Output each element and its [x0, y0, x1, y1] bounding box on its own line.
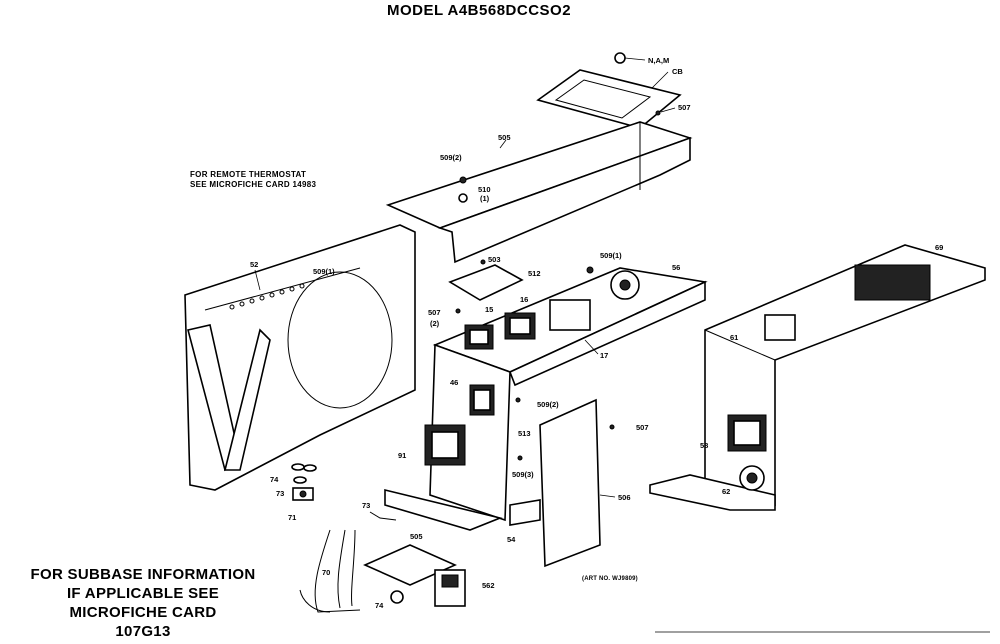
callout-board: 512: [528, 269, 541, 278]
callout-washer-qty: (1): [480, 194, 490, 203]
callout-screw-right-cover: 507: [636, 423, 649, 432]
motor-right-icon: [727, 414, 767, 452]
cover-panel-part: [539, 398, 601, 568]
subbase-note-line-3: MICROFICHE CARD: [69, 604, 217, 621]
callout-capacitor: 46: [450, 378, 458, 387]
callout-washer: 510: [478, 185, 491, 194]
model-title: MODEL A4B568DCCSO2: [387, 2, 572, 19]
callout-coil: 69: [935, 243, 943, 252]
mount-plate-part: [363, 544, 457, 586]
subbase-note-line-4: 107G13: [115, 623, 171, 640]
callout-transformer: 91: [398, 451, 406, 460]
callout-relay-screw: 509(1): [600, 251, 622, 260]
relay-a-icon: [464, 324, 494, 350]
bracket-part: [509, 499, 541, 526]
callout-bulkhead-screw: 509(1): [313, 267, 335, 276]
bulkhead-part: [184, 224, 416, 491]
callout-bulkhead: 52: [250, 260, 258, 269]
grommet-icon: [292, 487, 314, 501]
callout-relay-a: 15: [485, 305, 493, 314]
callout-switch: 562: [482, 581, 495, 590]
callout-thermostat: 56: [672, 263, 680, 272]
callout-screw-mid-b: 509(3): [512, 470, 534, 479]
transformer-icon: [424, 424, 466, 466]
coil-icon: [854, 264, 931, 301]
fan-right-icon: [739, 465, 765, 491]
remote-thermostat-note: FOR REMOTE THERMOSTAT SEE MICROFICHE CAR…: [190, 170, 316, 190]
callout-screw-left: 507: [428, 308, 441, 317]
callout-control-cover: 505: [498, 133, 511, 142]
callout-bracket: 54: [507, 535, 516, 544]
callout-terminal-b: 73: [276, 489, 284, 498]
art-number: (ART NO. WJ9809): [582, 576, 638, 582]
remote-note-line-2: SEE MICROFICHE CARD 14983: [190, 180, 317, 189]
power-cord-part: [299, 529, 361, 613]
callout-screw-mid: 509(2): [537, 400, 559, 409]
callout-control-box: 17: [600, 351, 608, 360]
callout-top-screws: N,A,M: [648, 56, 669, 65]
knob-icon: [614, 52, 646, 64]
callout-harness: 71: [288, 513, 296, 522]
terminal-parts: [291, 463, 317, 484]
thermostat-icon: [549, 270, 640, 331]
callout-terminal-a: 74: [270, 475, 279, 484]
callout-motor-right: 58: [700, 441, 708, 450]
control-board-part: [448, 259, 524, 301]
subbase-note-line-1: FOR SUBBASE INFORMATION: [30, 566, 256, 583]
callout-cord: 70: [322, 568, 330, 577]
right-frame-part: [649, 244, 986, 511]
callout-screw-front: 73: [362, 501, 370, 510]
callout-top-plate: CB: [672, 67, 683, 76]
subbase-note: FOR SUBBASE INFORMATION IF APPLICABLE SE…: [8, 565, 278, 641]
callout-cover-panel: 506: [618, 493, 631, 502]
callout-screw-left-qty: (2): [430, 319, 440, 328]
callout-mount-plate: 505: [410, 532, 423, 541]
switch-icon: [434, 569, 466, 607]
subbase-note-line-2: IF APPLICABLE SEE: [66, 585, 220, 602]
callout-clip: 513: [518, 429, 531, 438]
capacitor-icon: [469, 384, 495, 416]
relay-b-icon: [504, 312, 536, 340]
callout-board-screw: 503: [488, 255, 501, 264]
bracket-right-icon: [764, 314, 796, 341]
callout-screw-upper-top: 509(2): [440, 153, 462, 162]
callout-fan-right: 62: [722, 487, 730, 496]
callout-bracket-right: 61: [730, 333, 738, 342]
callout-top-screw: 507: [678, 103, 691, 112]
remote-note-line-1: FOR REMOTE THERMOSTAT: [190, 170, 307, 179]
callout-bushing: 74: [375, 601, 384, 610]
control-cover-part: [385, 121, 693, 264]
callout-relay-b: 16: [520, 295, 528, 304]
top-plate-part: [536, 69, 682, 129]
